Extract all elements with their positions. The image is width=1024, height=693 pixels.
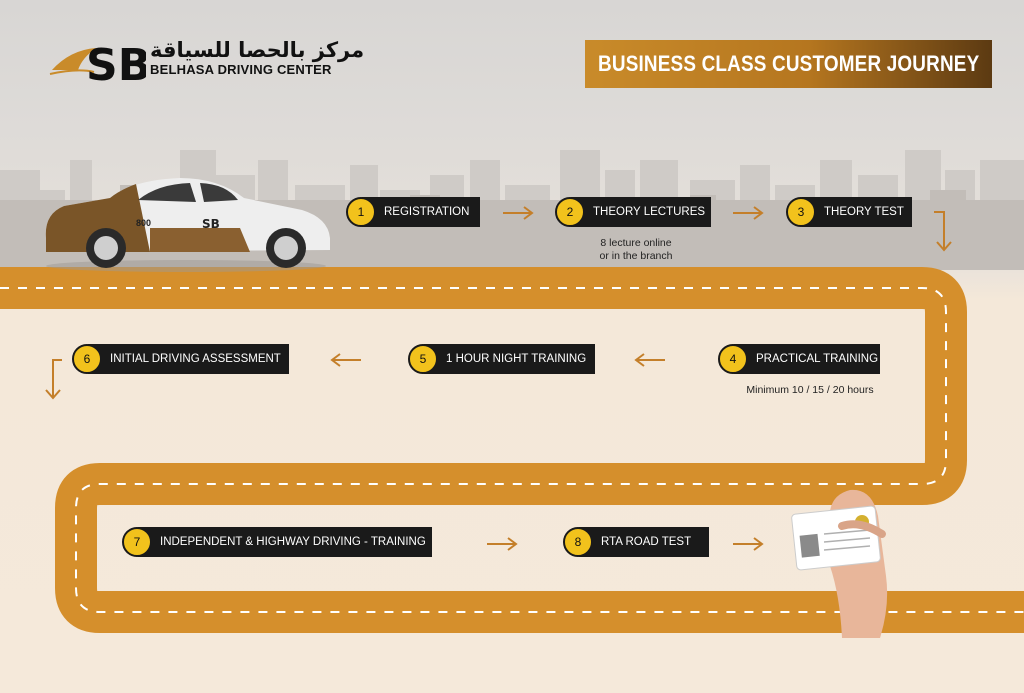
practical-training-note: Minimum 10 / 15 / 20 hours [746, 384, 874, 396]
step-number: 4 [718, 344, 748, 374]
arrow-left-icon [330, 353, 361, 367]
theory-lectures-note: 8 lecture online or in the branch [566, 237, 706, 263]
brand-english-name: BELHASA DRIVING CENTER [150, 62, 332, 77]
step-label: REGISTRATION [362, 197, 480, 227]
note-line: 8 lecture online [600, 237, 672, 249]
step-label: INITIAL DRIVING ASSESSMENT [88, 344, 289, 374]
brand-arabic-name: مركز بالحصا للسياقة [150, 38, 365, 62]
car-logo-text: SB [202, 217, 220, 231]
step-label: 1 HOUR NIGHT TRAINING [424, 344, 595, 374]
note-line: or in the branch [599, 250, 673, 262]
logo-mark-text: SB [86, 40, 146, 84]
step-theory-lectures: THEORY LECTURES 2 [555, 197, 711, 227]
step-label: THEORY LECTURES [571, 197, 711, 227]
step-number: 7 [122, 527, 152, 557]
page-title: BUSINESS CLASS CUSTOMER JOURNEY [597, 51, 980, 76]
step-number: 6 [72, 344, 102, 374]
step-independent-highway-training: INDEPENDENT & HIGHWAY DRIVING - TRAINING… [122, 527, 432, 557]
step-number: 3 [786, 197, 816, 227]
step-registration: REGISTRATION 1 [346, 197, 480, 227]
step-label: INDEPENDENT & HIGHWAY DRIVING - TRAINING [138, 527, 432, 557]
driving-license-hand-image [791, 489, 888, 638]
step-practical-training: PRACTICAL TRAINING 4 [718, 344, 880, 374]
arrow-right-icon [487, 537, 518, 551]
step-night-training: 1 HOUR NIGHT TRAINING 5 [408, 344, 595, 374]
arrow-down-icon [45, 359, 62, 400]
step-rta-road-test: RTA ROAD TEST 8 [563, 527, 709, 557]
step-label: RTA ROAD TEST [579, 527, 709, 557]
arrow-down-icon [934, 211, 952, 252]
belhasa-logo-icon: SB [49, 40, 146, 84]
step-number: 5 [408, 344, 438, 374]
arrow-left-icon [634, 353, 665, 367]
car-image: 800 SB [45, 178, 331, 272]
arrow-right-icon [503, 206, 534, 220]
step-theory-test: THEORY TEST 3 [786, 197, 912, 227]
step-number: 1 [346, 197, 376, 227]
car-phone-text: 800 [136, 218, 151, 228]
step-initial-driving-assessment: INITIAL DRIVING ASSESSMENT 6 [72, 344, 289, 374]
title-banner: BUSINESS CLASS CUSTOMER JOURNEY [585, 40, 992, 88]
arrow-right-icon [733, 206, 764, 220]
step-label: PRACTICAL TRAINING [734, 344, 880, 374]
step-label: THEORY TEST [802, 197, 912, 227]
arrow-right-icon [733, 537, 764, 551]
step-number: 8 [563, 527, 593, 557]
step-number: 2 [555, 197, 585, 227]
